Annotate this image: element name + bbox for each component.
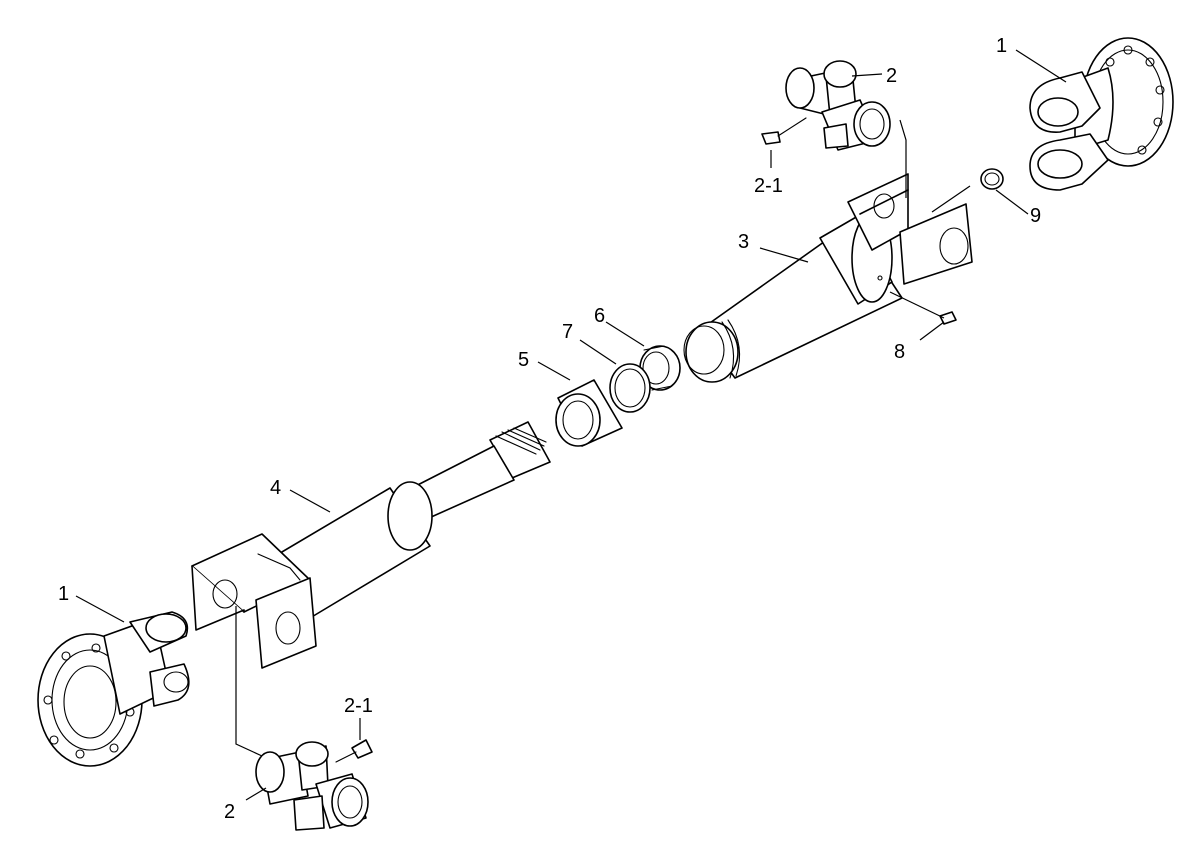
- plug: [939, 311, 957, 325]
- callout-2-1-top: 2-1: [754, 175, 783, 197]
- flange-yoke-top: [1029, 37, 1174, 191]
- callout-labels: 1 2 2-1 9 3 8 6 7 5 4 1 2-1 2: [58, 35, 1041, 823]
- sleeve-yoke: [683, 173, 973, 383]
- seal-ring: [609, 363, 651, 413]
- grease-fitting-bottom: [335, 739, 373, 763]
- callout-2-1-bottom: 2-1: [344, 695, 373, 717]
- dust-cap: [555, 379, 623, 447]
- cross-top: [785, 60, 891, 151]
- callout-8: 8: [894, 341, 905, 363]
- callout-3: 3: [738, 231, 749, 253]
- grease-fitting-top: [761, 117, 807, 145]
- shaft-yoke: [191, 421, 551, 669]
- callout-4: 4: [270, 477, 281, 499]
- callout-9: 9: [1030, 205, 1041, 227]
- callout-6: 6: [594, 305, 605, 327]
- leader-lines: [75, 49, 1067, 801]
- callout-2-top: 2: [886, 65, 897, 87]
- flange-yoke-bottom: [37, 611, 190, 767]
- callout-7: 7: [562, 321, 573, 343]
- cross-bottom: [255, 741, 369, 831]
- callout-1-bottom: 1: [58, 583, 69, 605]
- callout-5: 5: [518, 349, 529, 371]
- snap-ring: [980, 168, 1004, 190]
- callout-2-bottom: 2: [224, 801, 235, 823]
- callout-1-top: 1: [996, 35, 1007, 57]
